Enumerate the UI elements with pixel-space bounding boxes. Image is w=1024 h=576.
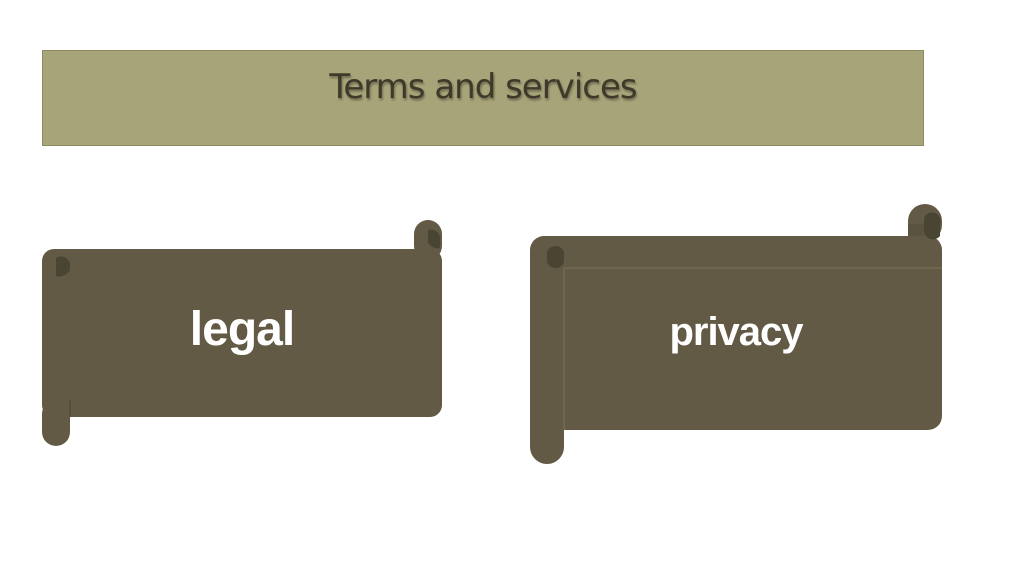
legal-scroll-button[interactable]: legal xyxy=(40,220,444,448)
title-banner: Terms and services xyxy=(42,50,924,146)
privacy-scroll-button[interactable]: privacy xyxy=(528,204,944,466)
page-title: Terms and services xyxy=(329,67,637,107)
privacy-label: privacy xyxy=(669,310,803,354)
privacy-scroll-shape xyxy=(530,204,942,464)
legal-scroll-shape xyxy=(42,220,442,446)
legal-label: legal xyxy=(189,303,295,356)
